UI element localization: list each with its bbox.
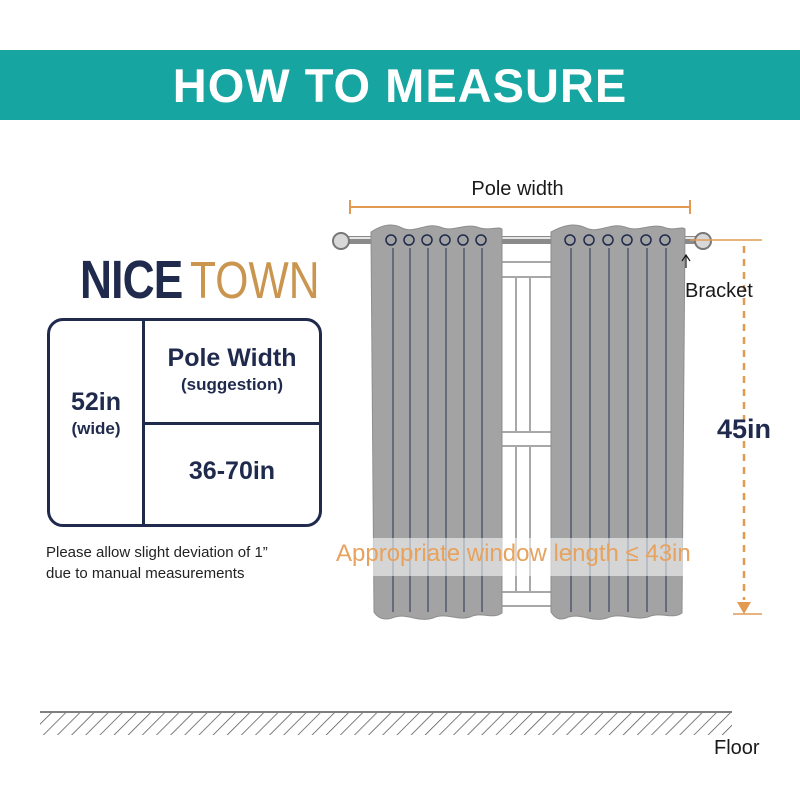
spec-table: 52in (wide) Pole Width (suggestion) 36-7… bbox=[47, 318, 322, 527]
measurement-note: Please allow slight deviation of 1” due … bbox=[46, 542, 346, 584]
window-length-label-backdrop bbox=[344, 538, 712, 576]
rod-finial-right bbox=[694, 232, 712, 250]
pole-width-dimension bbox=[349, 200, 691, 214]
header-banner: HOW TO MEASURE bbox=[0, 50, 800, 120]
logo-text-town: TOWN bbox=[190, 252, 320, 310]
bracket-label: Bracket bbox=[685, 280, 753, 302]
curtain-width-note: (wide) bbox=[71, 419, 121, 438]
spec-table-vertical-divider bbox=[142, 321, 145, 524]
pole-width-heading: Pole Width bbox=[167, 344, 297, 372]
pole-width-cell: Pole Width (suggestion) bbox=[145, 343, 319, 397]
window-length-note: Appropriate window length ≤ 43in bbox=[336, 540, 691, 567]
spec-table-horizontal-divider bbox=[145, 422, 319, 425]
floor bbox=[40, 711, 732, 735]
drop-length-label: 45in bbox=[717, 414, 772, 444]
pole-width-note: (suggestion) bbox=[181, 375, 283, 394]
drop-length-dimension bbox=[690, 239, 762, 615]
pole-width-label: Pole width bbox=[471, 178, 564, 200]
curtain-width-value: 52in bbox=[70, 388, 122, 416]
rod-finial-left bbox=[332, 232, 350, 250]
pole-width-range: 36-70in bbox=[188, 457, 276, 485]
logo-text-nice: NICE bbox=[80, 250, 183, 310]
pole-width-range-cell: 36-70in bbox=[145, 456, 319, 486]
header-title: HOW TO MEASURE bbox=[172, 59, 628, 112]
bracket-arrow-icon bbox=[681, 253, 691, 268]
curtain-width-cell: 52in (wide) bbox=[50, 387, 142, 441]
note-line-1: Please allow slight deviation of 1” bbox=[46, 544, 268, 561]
note-line-2: due to manual measurements bbox=[46, 565, 245, 582]
floor-label: Floor bbox=[714, 737, 760, 759]
